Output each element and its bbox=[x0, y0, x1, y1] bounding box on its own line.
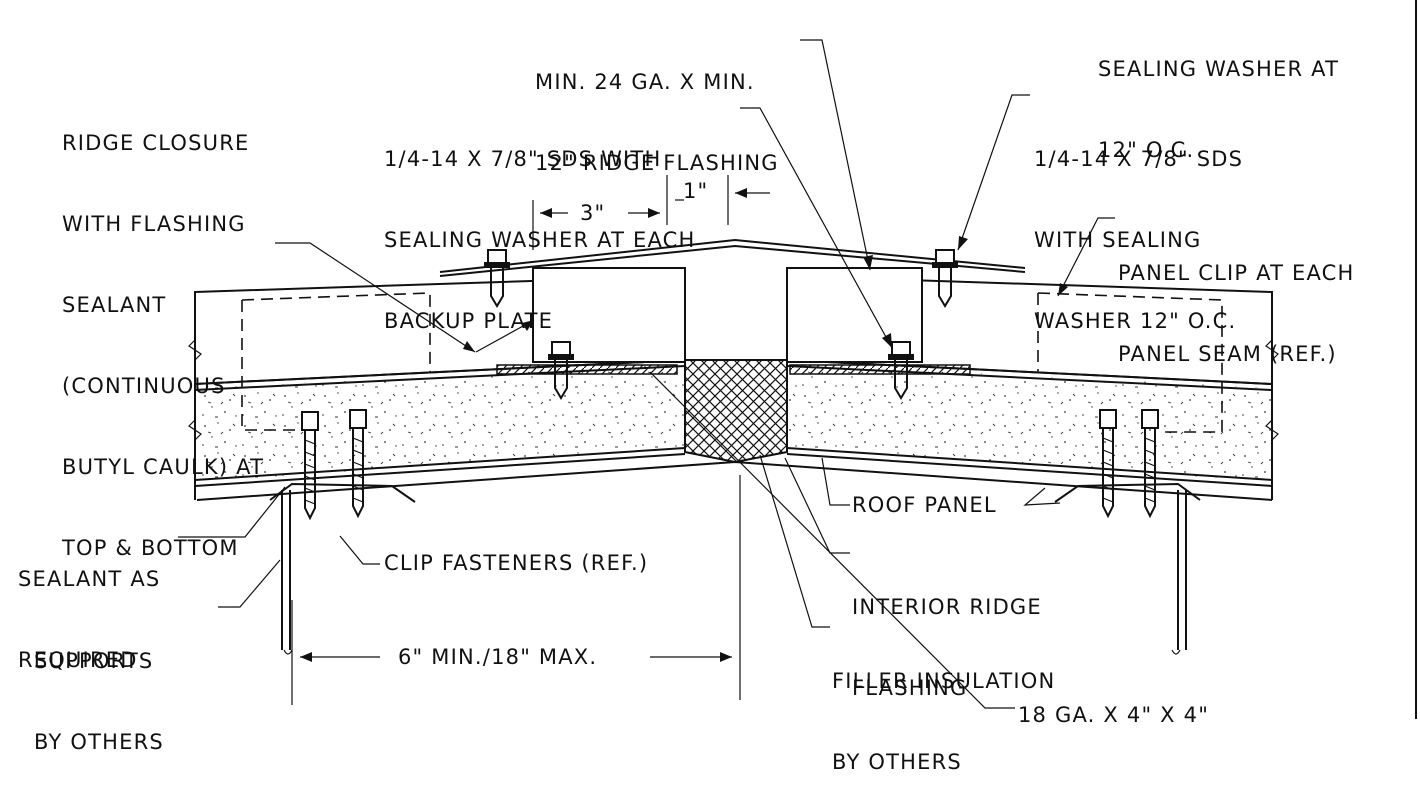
filler-insulation bbox=[684, 359, 788, 464]
leader-lines bbox=[178, 39, 1115, 709]
filler-insulation-label-line-2: BY OTHERS bbox=[832, 750, 962, 774]
interior-ridge-flashing bbox=[196, 460, 1273, 501]
sds-12oc-label: 1/4-14 X 7/8" SDS WITH SEALING WASHER 12… bbox=[1034, 92, 1243, 362]
ridge-closure-label-line-2: WITH FLASHING bbox=[62, 212, 246, 236]
ridge-closure-label-line-4: (CONTINUOUS bbox=[62, 374, 226, 398]
panel-clip-label: PANEL CLIP AT EACH PANEL SEAM (REF.) bbox=[1118, 206, 1355, 395]
ridge-closure-label-line-3: SEALANT bbox=[62, 293, 167, 317]
ridge-closure-label: RIDGE CLOSURE WITH FLASHING SEALANT (CON… bbox=[62, 76, 264, 589]
sealant-label-line-2: REQUIRED bbox=[18, 648, 138, 672]
panel-clip-label-line-2: PANEL SEAM (REF.) bbox=[1118, 342, 1337, 366]
sealing-washer-top-label: SEALING WASHER AT 12" O.C. bbox=[1098, 2, 1339, 191]
sds-12oc-label-line-2: WITH SEALING bbox=[1034, 228, 1202, 252]
sds-backup-label: 1/4-14 X 7/8" SDS WITH SEALING WASHER AT… bbox=[384, 92, 696, 362]
sds-12oc-label-line-3: WASHER 12" O.C. bbox=[1034, 309, 1237, 333]
sds-backup-label-line-1: 1/4-14 X 7/8" SDS WITH bbox=[384, 147, 662, 171]
sealing-washer-top-label-line-1: SEALING WASHER AT bbox=[1098, 57, 1340, 81]
dimension-1in: 1" bbox=[683, 179, 709, 203]
supports-label: SUPPORTS BY OTHERS bbox=[34, 594, 164, 783]
ridge-detail-drawing bbox=[178, 0, 1417, 719]
sealant-label: SEALANT AS REQUIRED bbox=[18, 512, 160, 701]
ridge-flashing bbox=[439, 238, 1026, 277]
sealing-washer-top-label-line-2: 12" O.C. bbox=[1098, 138, 1195, 162]
supports-label-line-1: SUPPORTS bbox=[34, 649, 154, 673]
roof-panel-label: ROOF PANEL bbox=[852, 493, 997, 517]
panel-clip-label-line-1: PANEL CLIP AT EACH bbox=[1118, 261, 1355, 285]
dimension-lines bbox=[291, 175, 770, 705]
sds-backup-label-line-2: SEALING WASHER AT EACH bbox=[384, 228, 696, 252]
interior-ridge-label: INTERIOR RIDGE FLASHING bbox=[852, 540, 1042, 729]
bottom-cut-label: 18 GA. X 4" X 4" bbox=[1018, 703, 1210, 727]
ridge-closure-label-line-1: RIDGE CLOSURE bbox=[62, 131, 250, 155]
fasteners bbox=[301, 249, 1159, 521]
ridge-closure-label-line-5: BUTYL CAULK) AT bbox=[62, 455, 265, 479]
ridge-flashing-label-line-1: MIN. 24 GA. X MIN. bbox=[535, 70, 755, 94]
dimension-3in: 3" bbox=[580, 201, 606, 225]
interior-ridge-label-line-2: FLASHING bbox=[852, 676, 968, 700]
ridge-closure-label-line-6: TOP & BOTTOM bbox=[62, 536, 239, 560]
ridge-flashing-label-line-2: 12" RIDGE FLASHING bbox=[535, 151, 779, 175]
interior-ridge-label-line-1: INTERIOR RIDGE bbox=[852, 595, 1042, 619]
filler-insulation-label-line-1: FILLER INSULATION bbox=[832, 669, 1056, 693]
clip-fasteners-label: CLIP FASTENERS (REF.) bbox=[384, 551, 649, 575]
sds-12oc-label-line-1: 1/4-14 X 7/8" SDS bbox=[1034, 147, 1244, 171]
span-dimension-label: 6" MIN./18" MAX. bbox=[398, 645, 598, 669]
ridge-flashing-label: MIN. 24 GA. X MIN. 12" RIDGE FLASHING bbox=[535, 15, 779, 204]
sds-backup-label-line-3: BACKUP PLATE bbox=[384, 309, 554, 333]
sealant-label-line-1: SEALANT AS bbox=[18, 567, 161, 591]
supports-label-line-2: BY OTHERS bbox=[34, 730, 164, 754]
